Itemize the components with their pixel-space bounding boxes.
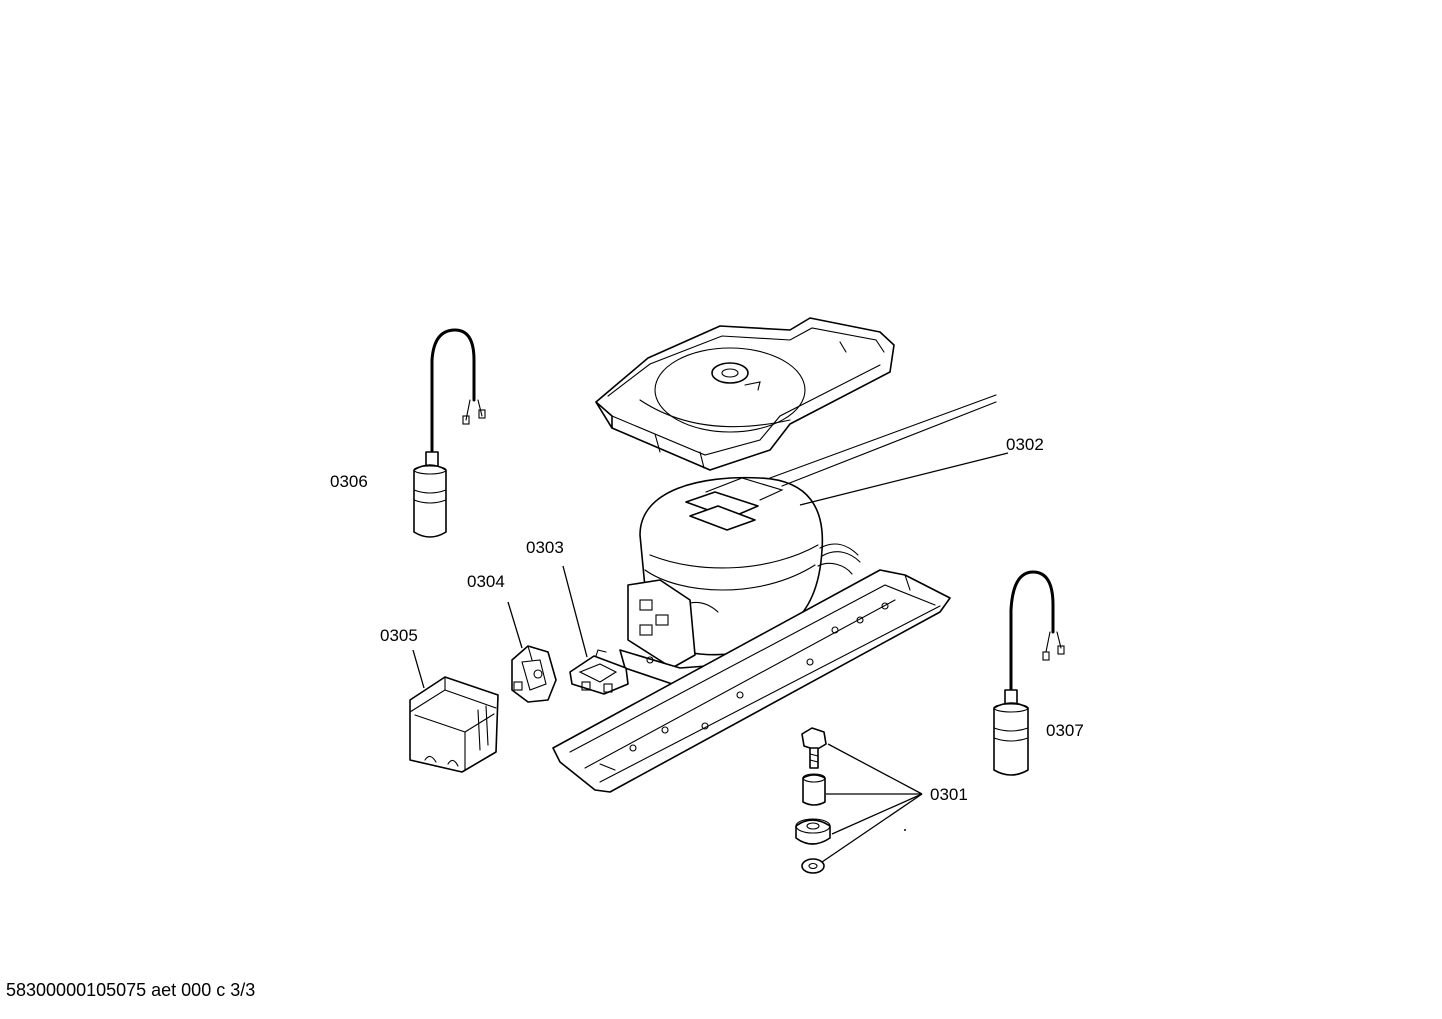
leader-lines xyxy=(412,452,1009,863)
callout-0307: 0307 xyxy=(1046,721,1084,740)
relay-cover-0305 xyxy=(409,676,499,773)
callout-0306: 0306 xyxy=(330,472,368,491)
callout-0303: 0303 xyxy=(526,538,564,557)
callout-0304: 0304 xyxy=(467,572,505,591)
mounting-hardware-0301 xyxy=(795,727,906,874)
drip-tray xyxy=(595,317,895,471)
base-rail xyxy=(552,569,951,793)
capacitor-0306 xyxy=(413,328,486,538)
capacitor-0307 xyxy=(993,570,1065,776)
callout-0305: 0305 xyxy=(380,626,418,645)
callout-0301: 0301 xyxy=(930,785,968,804)
overload-protector-0303 xyxy=(569,649,629,695)
document-id: 58300000105075 aet 000 c 3/3 xyxy=(6,980,256,1000)
relay-0304 xyxy=(511,645,557,703)
callout-0302: 0302 xyxy=(1006,435,1044,454)
